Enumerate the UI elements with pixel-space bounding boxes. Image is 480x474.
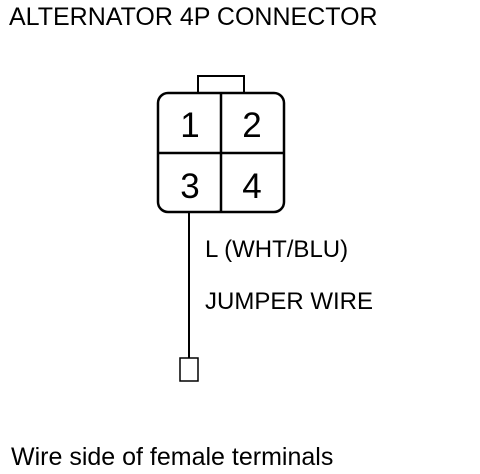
pin-3-label: 3	[180, 167, 199, 206]
pin-1-label: 1	[180, 106, 199, 145]
pin-2-label: 2	[242, 106, 261, 145]
diagram-caption: Wire side of female terminals	[11, 443, 334, 471]
wire-color-label: L (WHT/BLU)	[205, 236, 349, 263]
jumper-wire-label: JUMPER WIRE	[205, 288, 373, 315]
wire-terminal-end	[179, 357, 199, 382]
diagram-title: ALTERNATOR 4P CONNECTOR	[9, 3, 378, 31]
pin-4-label: 4	[242, 167, 261, 206]
